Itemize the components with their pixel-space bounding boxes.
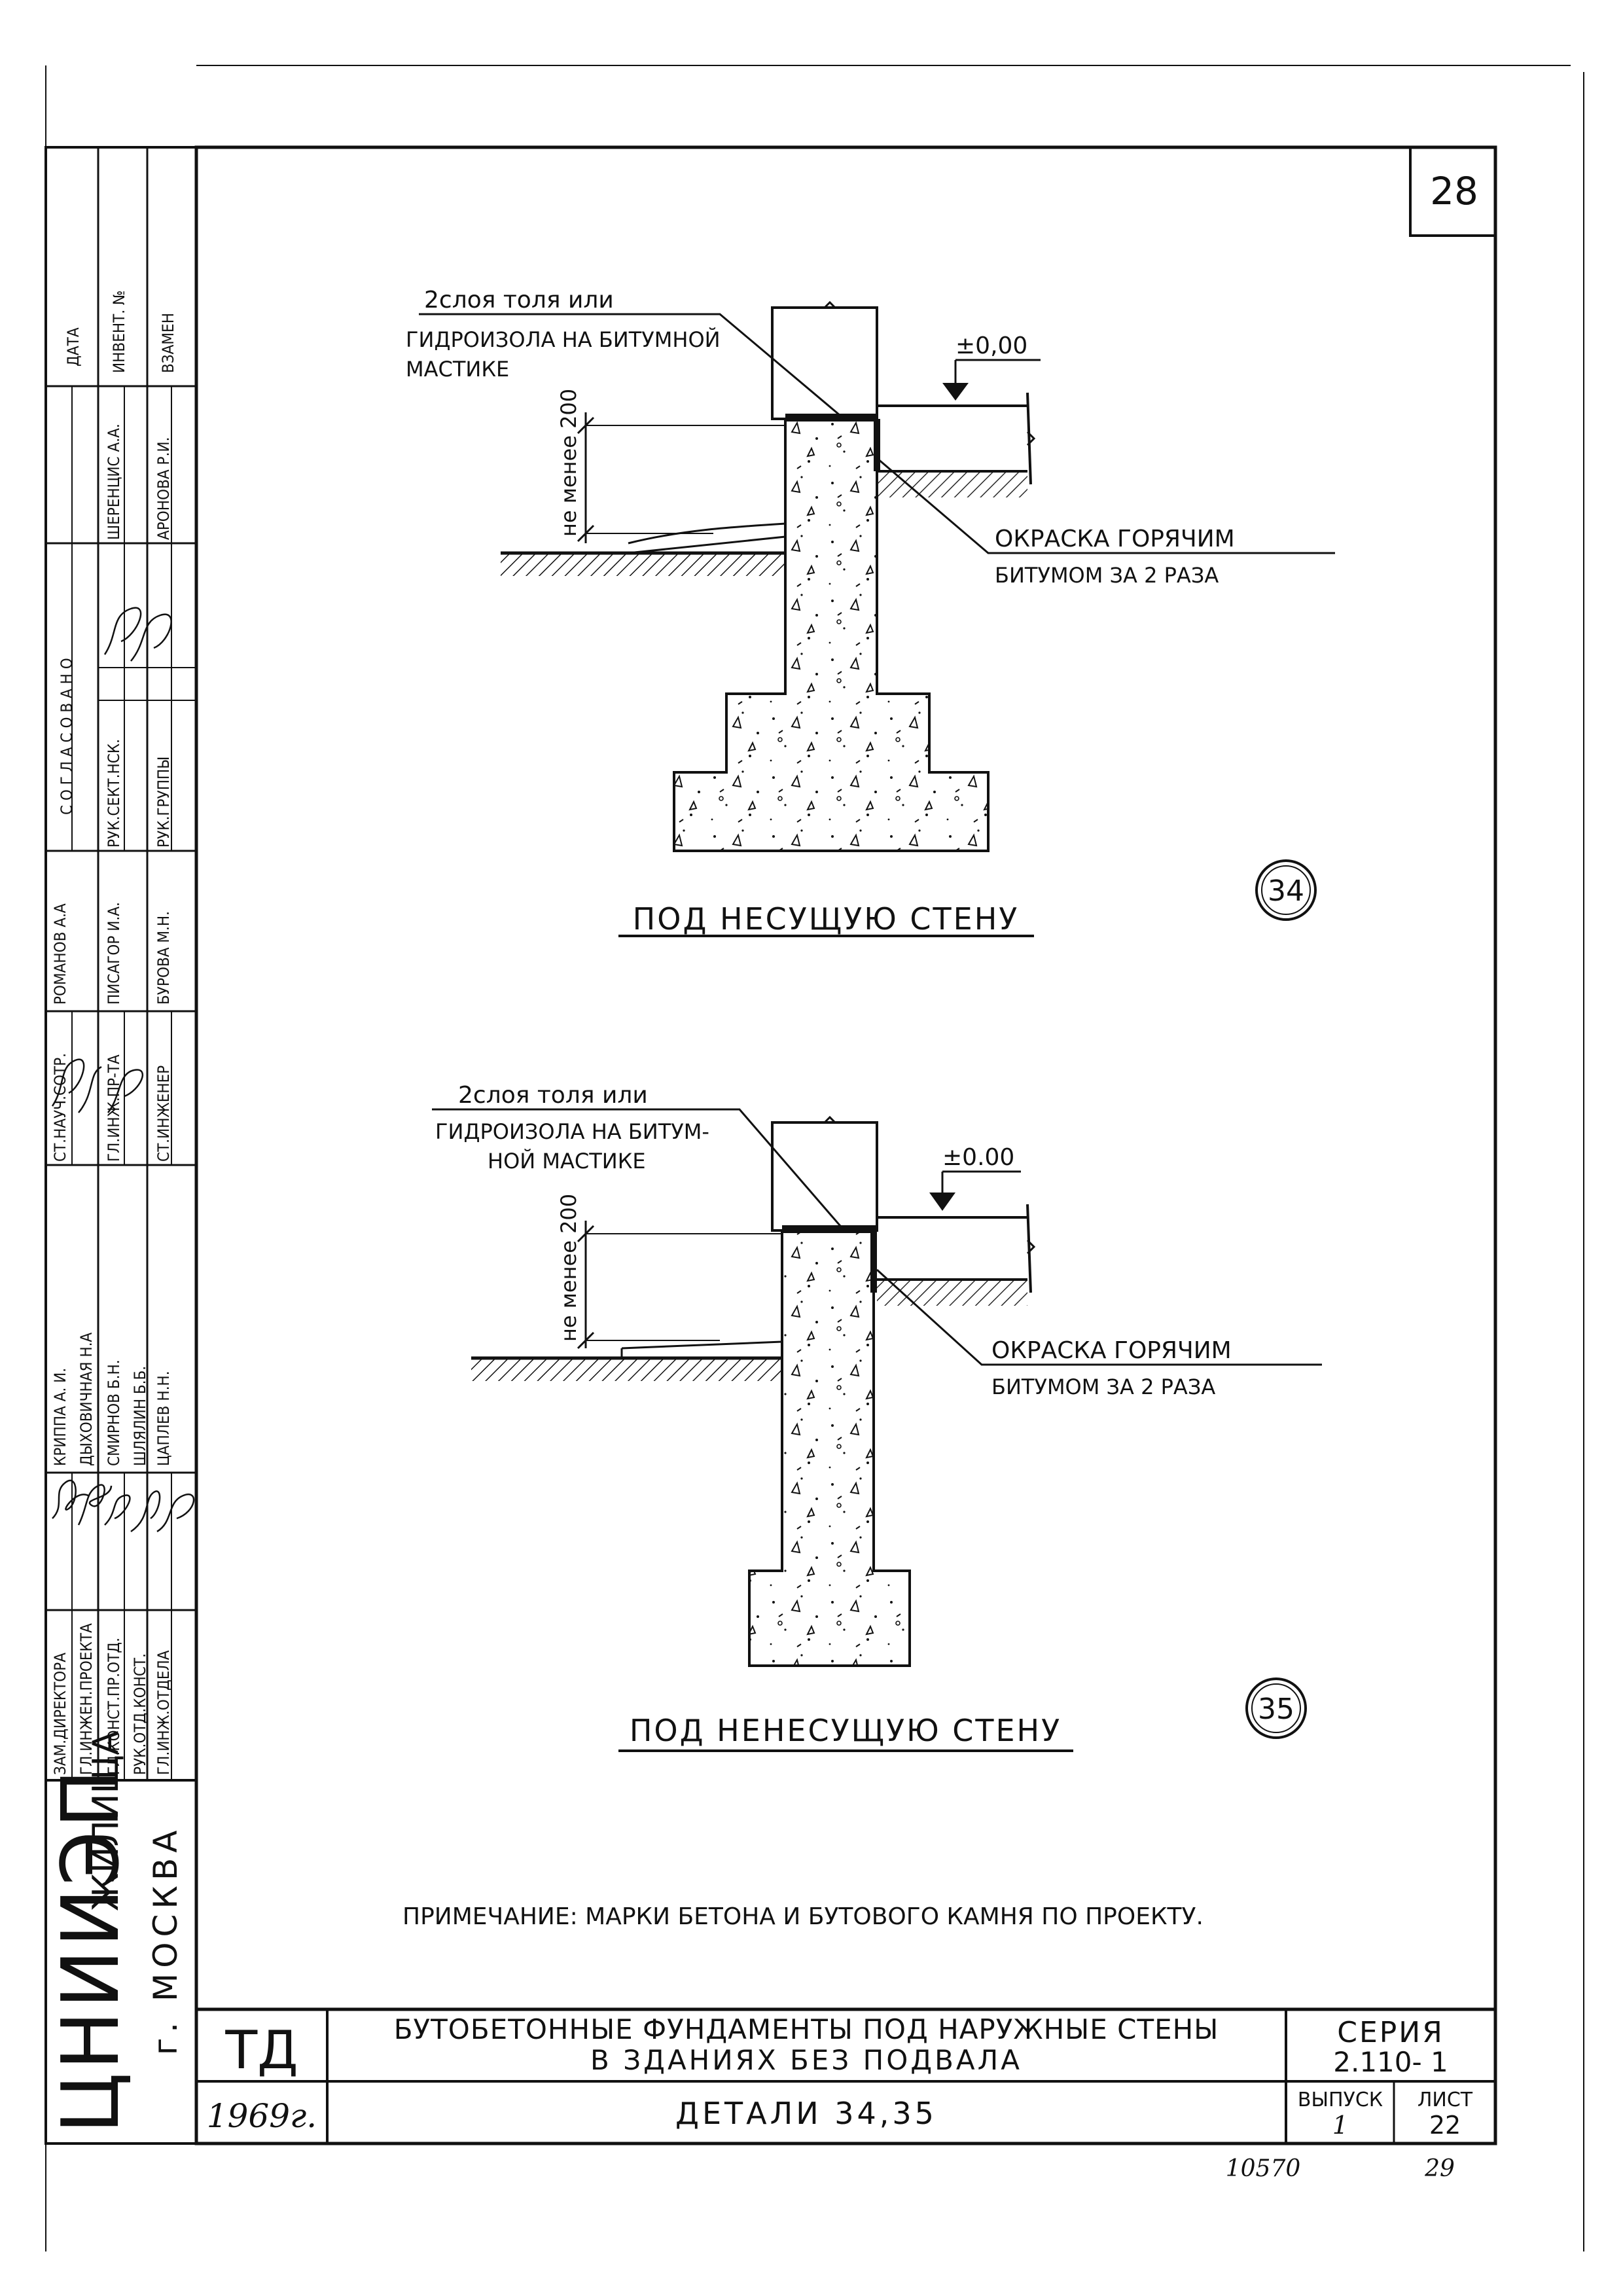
issue-label: ВЫПУСК — [1298, 2089, 1383, 2111]
organization-city: г. МОСКВА — [147, 1825, 185, 2055]
title-block: ТД 1969г. БУТОБЕТОННЫЕ ФУНДАМЕНТЫ ПОД НА… — [46, 1731, 1495, 2144]
layer-note: НОЙ МАСТИКЕ — [488, 1149, 646, 1174]
stamp-role: РУК.ОТД.КОНСТ. — [131, 1653, 149, 1775]
layer-note: ГИДРОИЗОЛА НА БИТУМНОЙ — [406, 327, 721, 352]
detail-marker: 34 — [1268, 874, 1304, 908]
page-number-box: 28 — [1409, 146, 1497, 237]
signature-marks — [51, 607, 195, 1533]
stamp-role: СТ.ИНЖЕНЕР — [154, 1066, 173, 1162]
issue-value: 1 — [1332, 2111, 1348, 2140]
foundation-35-concrete — [748, 1229, 911, 1667]
stamp-role: ГЛ.КОНСТ.ПР.ОТД. — [105, 1638, 123, 1775]
wall-35 — [771, 1121, 878, 1232]
floor-slab-35 — [877, 1204, 1032, 1293]
organization-suffix: ЖИЛИЩА — [85, 1731, 126, 1911]
layer-note: 2слоя толя или — [458, 1082, 648, 1109]
foundation-34-concrete — [673, 418, 990, 852]
footer-number: 10570 — [1226, 2155, 1301, 2182]
floor-fill-35 — [877, 1280, 1027, 1306]
stamp-name: РОМАНОВ А.А — [51, 903, 69, 1005]
dimension-label: не менее 200 — [556, 389, 581, 537]
detail-marker: 35 — [1258, 1693, 1294, 1726]
stamp-role: ЗАМ.ДИРЕКТОРА — [51, 1653, 69, 1775]
stamp-label: ВЗАМЕН — [159, 313, 177, 373]
stamp-name: КРИППА А. И. — [51, 1368, 69, 1466]
level-mark: ±0.00 — [942, 1144, 1014, 1171]
page-number: 28 — [1430, 169, 1478, 213]
stamp-name: ДЫХОВИЧНАЯ Н.А — [77, 1333, 96, 1466]
stamp-name: ШЕРЕНЦИС А.А. — [105, 423, 123, 540]
series-label: СЕРИЯ — [1337, 2016, 1444, 2049]
stamp-name: СМИРНОВ Б.Н. — [105, 1359, 123, 1466]
stamp-role: РУК.ГРУППЫ — [154, 757, 173, 848]
floor-slab-34 — [877, 392, 1032, 485]
stamp-role: ГЛ.ИНЖ.ПР-ТА — [105, 1054, 123, 1162]
document-year: 1969г. — [207, 2097, 317, 2135]
wall-34 — [771, 306, 878, 420]
layer-note: ГИДРОИЗОЛА НА БИТУМ- — [435, 1119, 709, 1144]
waterproof-layer-35 — [782, 1225, 877, 1233]
stamp-name: БУРОВА М.Н. — [154, 911, 173, 1005]
footer-number: 29 — [1424, 2155, 1455, 2182]
stamp-role: ГЛ.ИНЖЕН.ПРОЕКТА — [77, 1623, 96, 1775]
detail-caption: ПОД НЕСУЩУЮ СТЕНУ — [633, 901, 1020, 937]
sheet-label: ЛИСТ — [1418, 2089, 1473, 2111]
stamp-heading: С О Г Л А С О В А Н О — [58, 658, 76, 815]
detail-caption: ПОД НЕНЕСУЩУЮ СТЕНУ — [630, 1713, 1061, 1748]
ground-35 — [471, 1358, 782, 1381]
document-subtitle: ДЕТАЛИ 34,35 — [675, 2096, 937, 2131]
document-code: ТД — [224, 2020, 298, 2081]
stamp-name: ПИСАГОР И.А. — [105, 902, 123, 1005]
paint-note: ОКРАСКА ГОРЯЧИМ — [991, 1337, 1232, 1364]
paint-note: ОКРАСКА ГОРЯЧИМ — [995, 526, 1235, 552]
detail-34: не менее 200 2слоя толя или ГИДРОИЗОЛА Н… — [406, 287, 1335, 937]
paint-note: БИТУМОМ ЗА 2 РАЗА — [991, 1374, 1215, 1399]
stamp-role: ГЛ.ИНЖ.ОТДЕЛА — [154, 1650, 173, 1775]
organization-name: ЦНИИЭП — [46, 1767, 137, 2134]
paint-note: БИТУМОМ ЗА 2 РАЗА — [995, 563, 1219, 588]
layer-note: 2слоя толя или — [424, 287, 614, 314]
stamp-label: ИНВЕНТ. № — [110, 291, 128, 373]
dimension-label: не менее 200 — [556, 1194, 581, 1342]
document-title: БУТОБЕТОННЫЕ ФУНДАМЕНТЫ ПОД НАРУЖНЫЕ СТЕ… — [394, 2013, 1219, 2045]
layer-note: МАСТИКЕ — [406, 357, 509, 382]
sheet-value: 22 — [1429, 2111, 1461, 2140]
note-text: ПРИМЕЧАНИЕ: МАРКИ БЕТОНА И БУТОВОГО КАМН… — [402, 1903, 1204, 1930]
stamp-role: СТ.НАУЧ.СОТР. — [51, 1053, 69, 1162]
floor-fill-34 — [877, 471, 1027, 497]
series-value: 2.110- 1 — [1333, 2046, 1448, 2078]
level-mark: ±0,00 — [955, 332, 1027, 359]
ground-34 — [501, 553, 785, 576]
document-title: В ЗДАНИЯХ БЕЗ ПОДВАЛА — [590, 2044, 1022, 2076]
approval-stamp: ЗАМ.ДИРЕКТОРА ГЛ.ИНЖЕН.ПРОЕКТА ГЛ.КОНСТ.ПР… — [45, 146, 198, 2145]
stamp-label: ДАТА — [64, 327, 82, 367]
stamp-name: ШЛЯЛИН Б.Б. — [131, 1366, 149, 1466]
stamp-name: ЦАПЛЕВ Н.Н. — [154, 1371, 173, 1466]
detail-35: не менее 200 2слоя толя или ГИДРОИЗОЛА Н… — [432, 1082, 1322, 1752]
stamp-role: РУК.СЕКТ.НСК. — [105, 739, 123, 848]
stamp-name: АРОНОВА Р.И. — [154, 437, 173, 540]
waterproof-layer-34 — [785, 414, 877, 422]
